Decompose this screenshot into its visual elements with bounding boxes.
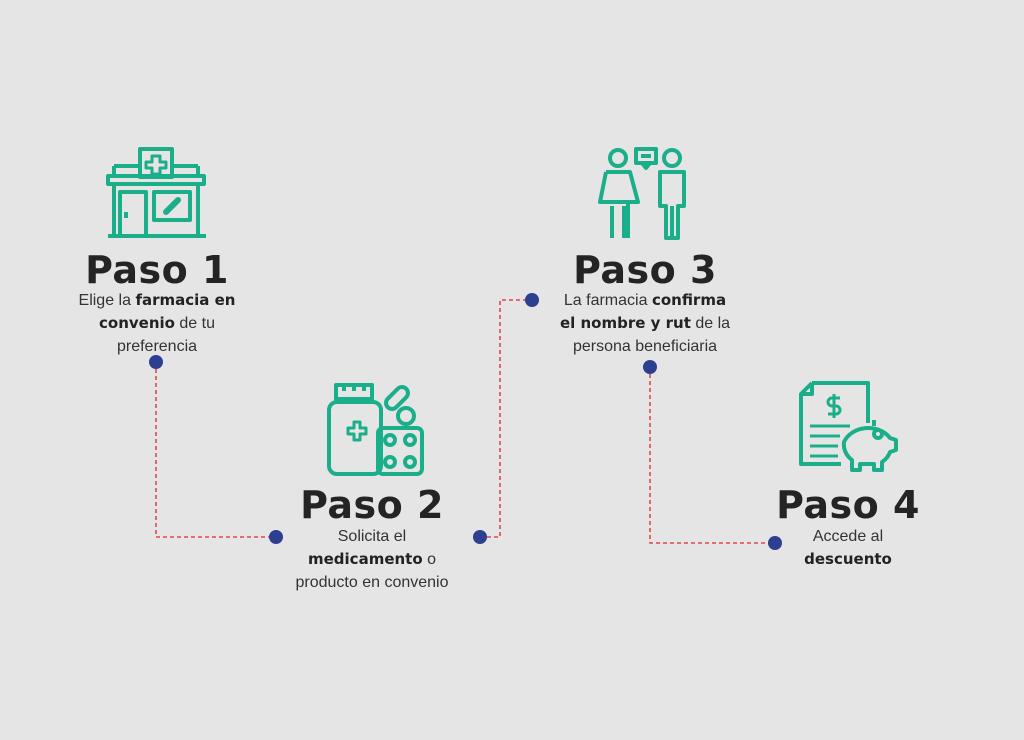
description-text: descuento [804,550,892,568]
description-text: de tu [174,315,215,332]
connector-2-3 [480,299,532,538]
step-3-description: La farmacia confirma el nombre y rut de … [515,289,775,358]
pharmacy-icon [106,147,206,238]
step-3-start-dot [525,293,539,307]
description-text: producto en convenio [295,574,449,591]
step-4-description: Accede al descuento [718,525,978,571]
description-text: La farmacia [563,292,652,309]
step-4-dot [768,536,782,550]
description-text: confirma [651,291,727,309]
step-1-description: Elige la farmacia en convenio de tu pref… [27,289,287,358]
step-1-title: Paso 1 [85,248,229,292]
people-conversation-icon [598,147,686,240]
description-text: farmacia en [135,291,236,309]
medicine-icon [327,383,424,476]
description-text: el nombre y rut [559,314,691,332]
description-text: medicamento [308,550,423,568]
step-2-end-dot [473,530,487,544]
description-text: Elige la [78,292,136,309]
step-2-title: Paso 2 [300,483,444,527]
description-text: o [422,551,436,568]
connector-3-4 [649,367,775,544]
description-text: preferencia [116,338,198,355]
description-text: convenio [99,314,175,332]
step-3-title: Paso 3 [573,248,717,292]
description-text: Accede al [812,528,884,545]
description-text: de la [690,315,731,332]
step-2-description: Solicita el medicamento o producto en co… [242,525,502,594]
description-text: Solicita el [337,528,407,545]
step-4-title: Paso 4 [776,483,920,527]
description-text: persona beneficiaria [572,338,718,355]
connector-1-2 [155,362,276,538]
step-2-start-dot [269,530,283,544]
step-1-dot [149,355,163,369]
discount-savings-icon [799,381,898,472]
step-3-end-dot [643,360,657,374]
